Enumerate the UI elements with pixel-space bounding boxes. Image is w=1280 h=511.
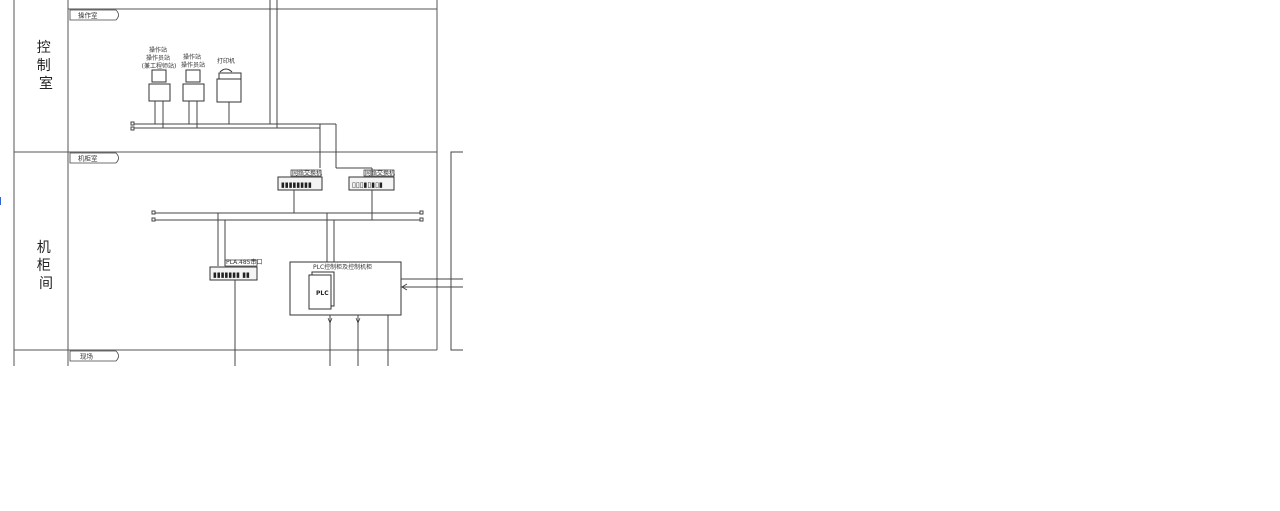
plc-control-cabinet: PLC控制柜及控制机柜 PLC: [289, 261, 402, 366]
svg-text:操作站 操作员站: 操作站 操作员站: [181, 53, 205, 69]
svg-text:操作站 操作员站 (兼工程师站): 操作站 操作员站 (兼工程师站): [142, 46, 177, 70]
operator-workstation-1: 操作站 操作员站 (兼工程师站): [142, 46, 177, 102]
cabinet-room-side-label: 机 柜 间: [37, 240, 55, 292]
printer: 打印机: [216, 57, 242, 103]
cabinet-network-bus: [151, 190, 424, 266]
control-network-bus: [130, 101, 373, 176]
svg-text:▯▯▯▮▯▮▯▮: ▯▯▯▮▯▮▯▮: [352, 181, 383, 189]
svg-text:PLA.485串口: PLA.485串口: [226, 258, 262, 266]
control-room-side-label: 控 制 室: [37, 40, 55, 92]
svg-text:现场: 现场: [80, 352, 94, 361]
svg-text:操作室: 操作室: [78, 11, 98, 20]
control-room-tag: 操作室: [69, 9, 119, 21]
svg-text:▮▮▮▮▮▮▮▮: ▮▮▮▮▮▮▮▮: [281, 181, 312, 189]
plc-unit: PLC: [308, 271, 335, 310]
network-switch-2: 网络交换机 ▯▯▯▮▯▮▯▮: [348, 169, 395, 191]
zone-grid: [13, 0, 438, 366]
svg-text:网络交换机: 网络交换机: [292, 169, 322, 177]
svg-text:机柜室: 机柜室: [78, 154, 98, 163]
external-system-box: [401, 151, 463, 351]
serial-port-module: PLA.485串口 ▮▮▮▮▮▮▮ ▮▮: [209, 258, 262, 366]
svg-text:网络交换机: 网络交换机: [365, 169, 395, 177]
svg-text:▮▮▮▮▮▮▮ ▮▮: ▮▮▮▮▮▮▮ ▮▮: [213, 271, 250, 279]
cabinet-room-tag: 机柜室: [69, 152, 119, 164]
network-switch-1: 网络交换机 ▮▮▮▮▮▮▮▮: [277, 169, 323, 191]
svg-text:打印机: 打印机: [217, 57, 235, 65]
operator-workstation-2: 操作站 操作员站: [181, 53, 205, 102]
svg-text:PLC控制柜及控制机柜: PLC控制柜及控制机柜: [313, 263, 372, 271]
svg-text:PLC: PLC: [316, 290, 329, 297]
field-tag: 现场: [69, 350, 119, 362]
uplink-cable: [269, 0, 278, 128]
